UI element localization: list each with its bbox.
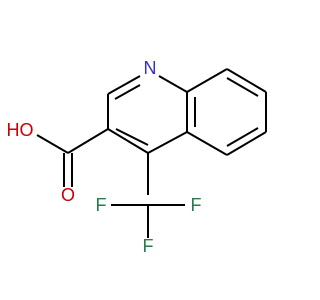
bond-c4-c4a bbox=[147, 131, 188, 154]
bond-carboxyl-oh bbox=[36, 134, 69, 154]
molecule-drawing: N HO O F F F bbox=[7, 58, 267, 256]
bond-c3-carboxyl bbox=[67, 128, 109, 154]
bond-n1-c8a bbox=[158, 75, 188, 93]
bond-c3-c4 bbox=[107, 128, 149, 154]
atom-labels: N HO O F F F bbox=[7, 58, 202, 256]
carbonyl-oxygen-label: O bbox=[61, 185, 75, 205]
nitrogen-atom-label: N bbox=[144, 58, 157, 78]
structure-canvas: N HO O F F F bbox=[6, 58, 267, 256]
fluorine-bottom-label: F bbox=[143, 236, 154, 256]
bond-layer bbox=[36, 68, 267, 238]
bond-n1-c2 bbox=[107, 75, 141, 95]
bond-c6-c5 bbox=[226, 131, 267, 156]
bond-c8a-c8 bbox=[186, 68, 228, 93]
fluorine-left-label: F bbox=[96, 195, 107, 215]
bond-c5-c4a bbox=[186, 131, 228, 156]
bond-c8-c7-inner bbox=[226, 77, 259, 97]
fluorine-right-label: F bbox=[191, 195, 202, 215]
bond-n1-c2-inner bbox=[114, 84, 141, 100]
bond-c3-c4-inner bbox=[115, 128, 149, 146]
bond-c8-c7 bbox=[226, 68, 267, 93]
bond-c6-c5-inner bbox=[226, 127, 259, 147]
hydroxyl-label: HO bbox=[7, 120, 34, 140]
